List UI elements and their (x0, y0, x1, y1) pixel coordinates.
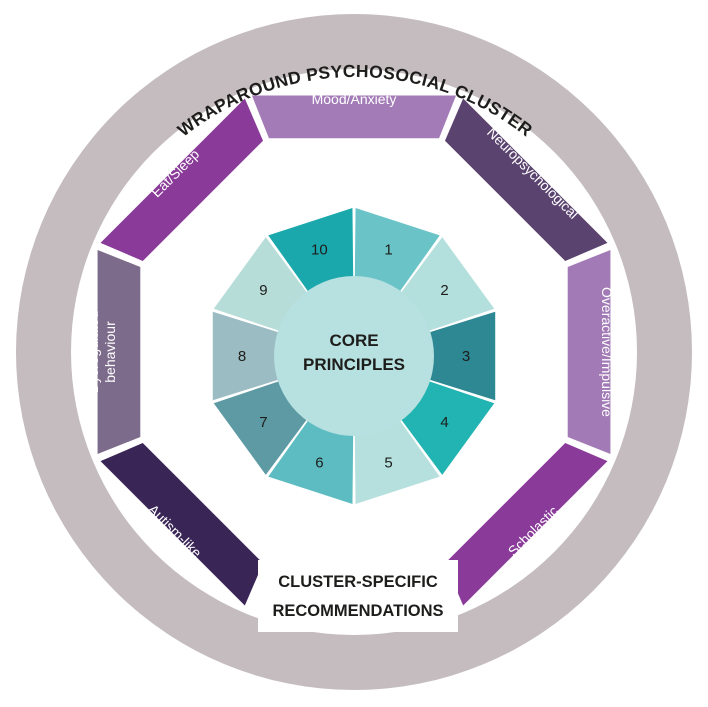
core-title-line2: PRINCIPLES (303, 355, 405, 374)
principle-segment-6 (268, 419, 354, 504)
principle-number-1: 1 (384, 242, 392, 259)
segment-eat-sleep (100, 98, 264, 262)
principle-number-4: 4 (440, 414, 448, 431)
segment-dysregulated-behaviour (97, 249, 141, 455)
principle-number-2: 2 (440, 282, 448, 299)
principle-number-9: 9 (259, 282, 267, 299)
segment-dysregulated-behaviour-label: Dysregulatedbehaviour (85, 311, 118, 394)
recommendations-label-line2: RECOMMENDATIONS (272, 602, 443, 620)
segment-overactive-impulsive-label: Overactive/Impulsive (599, 287, 615, 417)
principle-number-3: 3 (462, 348, 470, 365)
principle-segment-4 (400, 380, 495, 475)
principle-segment-8 (212, 311, 280, 401)
principle-number-6: 6 (315, 455, 323, 472)
principle-segment-10 (268, 208, 354, 293)
segment-scholastic (444, 442, 608, 606)
segment-neuropsychological (444, 98, 608, 262)
segment-mood-anxiety-label: Mood/Anxiety (312, 91, 397, 107)
principle-number-5: 5 (384, 455, 392, 472)
principle-number-8: 8 (238, 348, 246, 365)
principle-segment-1 (354, 208, 440, 293)
principle-wheel: 1 2 3 4 5 6 7 8 9 10 (212, 208, 496, 504)
principle-number-7: 7 (259, 414, 267, 431)
principle-segment-3 (428, 311, 496, 401)
core-title-line1: CORE (329, 331, 378, 350)
segment-overactive-impulsive (567, 249, 611, 455)
principle-segment-2 (400, 237, 495, 332)
principle-segment-9 (213, 237, 308, 332)
recommendations-label-bg (258, 560, 458, 632)
principle-segment-7 (213, 380, 308, 475)
segment-mood-anxiety (251, 95, 457, 139)
principle-segment-5 (354, 419, 440, 504)
principle-number-10: 10 (311, 242, 328, 259)
segment-autism-like (100, 442, 264, 606)
recommendations-label-line1: CLUSTER-SPECIFIC (278, 573, 438, 591)
core-circle (274, 276, 434, 436)
